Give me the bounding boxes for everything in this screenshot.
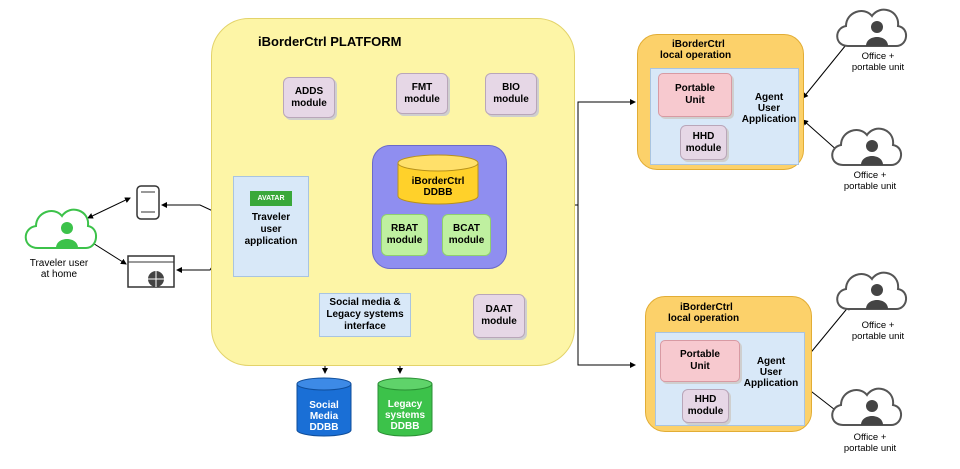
avatar-badge: AVATAR: [250, 191, 292, 206]
traveler-cloud-icon: [24, 208, 97, 249]
office-cloud-icon-2: [831, 127, 902, 166]
platform-title: iBorderCtrl PLATFORM: [258, 34, 402, 49]
line-core-local2: [577, 205, 636, 368]
web-browser-icon: [127, 255, 175, 288]
line-office1: [802, 39, 851, 99]
line-home-phone: [87, 197, 131, 219]
traveler-user-application: AVATAR Traveler user application: [233, 176, 309, 277]
office-cloud-icon-3: [836, 271, 907, 310]
office-label-1: Office +portable unit: [851, 51, 905, 73]
office-cloud-icon-1: [836, 8, 907, 47]
office-cloud-icon-4: [831, 387, 902, 426]
office-label-2: Office +portable unit: [843, 170, 897, 192]
office-label-3: Office +portable unit: [851, 320, 905, 342]
office-label-4: Office +portable unit: [843, 432, 897, 454]
phone-icon: [136, 185, 160, 220]
